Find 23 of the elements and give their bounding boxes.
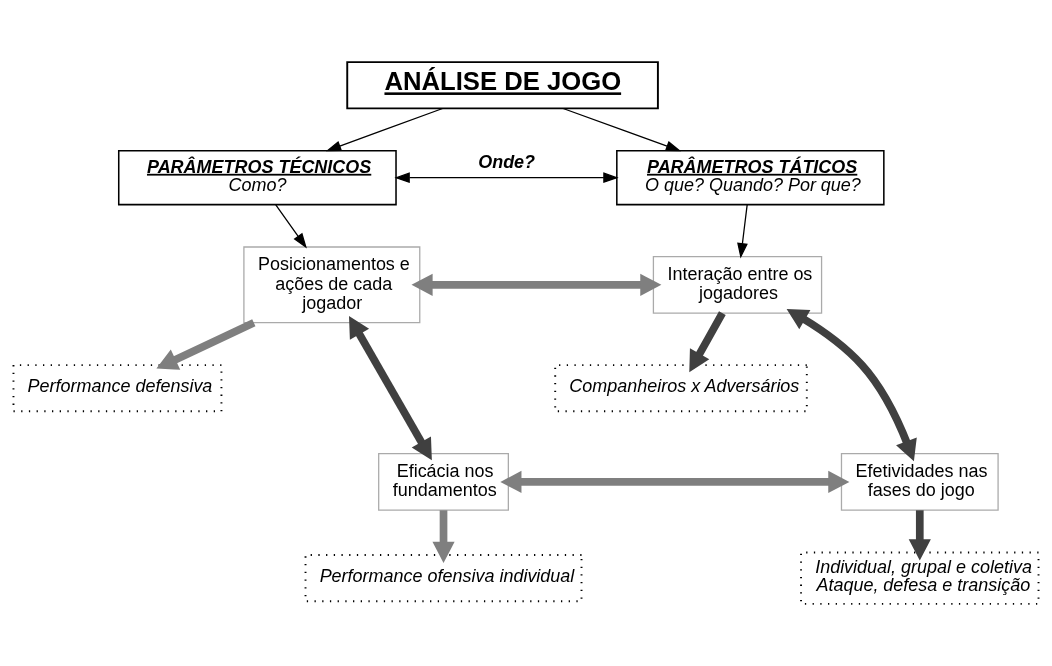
arrow bbox=[156, 319, 256, 370]
node-box: PARÂMETROS TÉCNICOS Como? bbox=[117, 149, 397, 206]
node-box: Eficácia nos fundamentos bbox=[378, 453, 509, 511]
arrow bbox=[394, 172, 619, 184]
node-box: Interação entre os jogadores bbox=[652, 256, 823, 314]
node-box: Performance ofensiva individual bbox=[304, 554, 583, 603]
node-box: Posicionamentos e ações de cada jogador bbox=[243, 246, 421, 324]
arrow bbox=[349, 316, 432, 461]
node-box: ANÁLISE DE JOGO bbox=[346, 61, 659, 110]
arrow bbox=[500, 470, 850, 493]
arrow bbox=[562, 107, 682, 152]
node-box: Companheiros x Adversários bbox=[554, 364, 808, 413]
arrow bbox=[275, 204, 307, 249]
node-box: Performance defensiva bbox=[12, 364, 223, 413]
arrow bbox=[689, 311, 726, 373]
arrow bbox=[786, 308, 917, 462]
node-box: Individual, grupal e coletiva Ataque, defesa e transição bbox=[800, 551, 1040, 605]
arrow bbox=[325, 107, 444, 152]
edge-label: Onde? bbox=[478, 151, 536, 172]
node-box: Efetividades nas fases do jogo bbox=[840, 453, 999, 511]
arrow bbox=[411, 273, 662, 296]
node-box: PARÂMETROS TÁTICOS O que? Quando? Por que? bbox=[616, 149, 885, 206]
arrow bbox=[737, 204, 748, 259]
